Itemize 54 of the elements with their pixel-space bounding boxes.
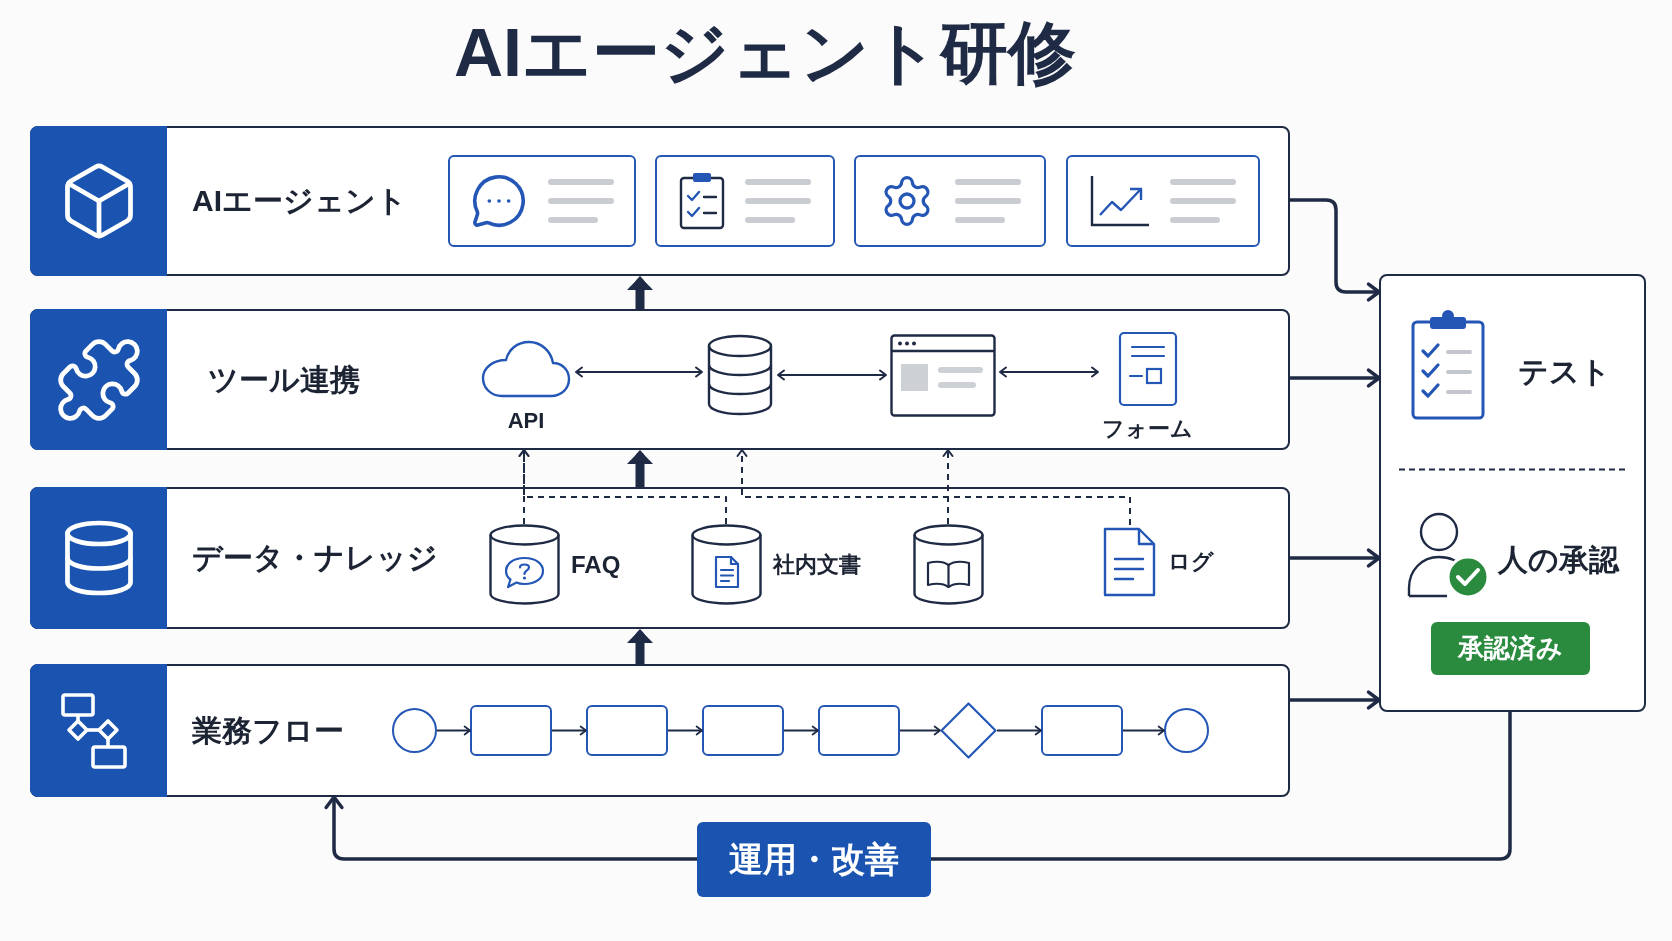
process-box [470,705,552,756]
arrow [1290,548,1381,568]
cycle-banner: 運用・改善 [697,822,931,897]
database-book-icon [912,524,985,606]
feature-card [448,155,636,247]
arrow [996,725,1042,736]
dashed-arrow [518,449,727,525]
arrow [1290,368,1381,388]
layer-title: データ・ナレッジ [192,540,438,576]
layer-panel [30,126,1290,276]
layer-title: 業務フロー [192,712,344,749]
block-arrow [627,276,653,309]
arrow [899,725,941,736]
step-label: 人の承認 [1498,542,1619,578]
arrow [575,366,703,378]
item-label: 社内文書 [773,551,861,579]
item-label: API [507,407,545,435]
arrow [436,725,471,736]
layer-panel [30,487,1290,629]
browser-window-icon [890,334,996,417]
process-box [818,705,900,756]
process-box [1041,705,1123,756]
arrow [667,725,703,736]
feature-card [854,155,1046,247]
process-box [586,705,668,756]
layer-panel [30,309,1290,450]
layer-title: ツール連携 [208,361,360,398]
database-icon [706,334,774,416]
dashed-arrow [942,449,954,525]
arrow [777,369,887,381]
review-panel [1379,274,1646,712]
dashed-arrow [736,449,1131,526]
connector-line [931,712,1512,861]
arrow [999,366,1099,378]
layer-panel [30,664,1290,797]
step-label: テスト [1518,354,1611,390]
layer-title: AIエージェント [192,183,407,219]
arrow [551,725,587,736]
arrow [1122,725,1165,736]
process-box [702,705,784,756]
arrow [324,795,697,861]
item-label: フォーム [1102,415,1193,443]
status-badge: 承認済み [1431,622,1590,675]
diagram-title: AIエージェント研修 [454,18,1076,86]
decision-diamond [940,702,997,759]
block-arrow [627,450,653,487]
arrow [1290,198,1381,302]
item-label: ログ [1168,548,1214,576]
arrow [1290,690,1381,710]
feature-card [1066,155,1260,247]
block-arrow [627,629,653,664]
item-label: FAQ [571,551,621,579]
arrow [783,725,819,736]
feature-card [655,155,835,247]
